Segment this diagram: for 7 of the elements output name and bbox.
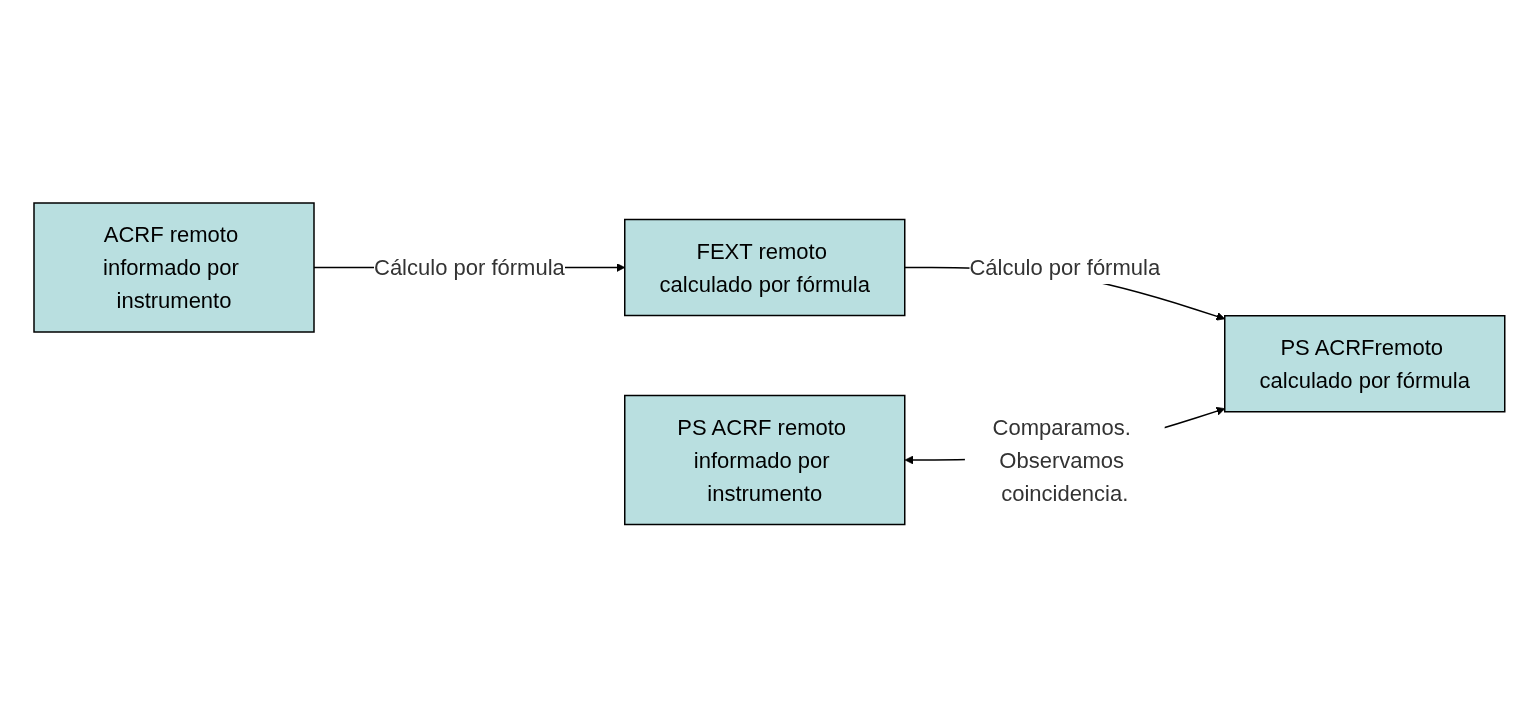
edge-label: Cálculo por fórmula — [374, 255, 565, 281]
edge-label: Cálculo por fórmula — [969, 255, 1161, 281]
node-box: PS ACRF remoto informado por instrumento — [624, 395, 906, 526]
edge-label: Comparamos. Observamos coincidencia. — [992, 414, 1131, 506]
node-box: FEXT remoto calculado por fórmula — [624, 219, 906, 317]
node-box: PS ACRFremoto calculado por fórmula — [1224, 315, 1506, 413]
node-box: ACRF remoto informado por instrumento — [33, 202, 315, 333]
